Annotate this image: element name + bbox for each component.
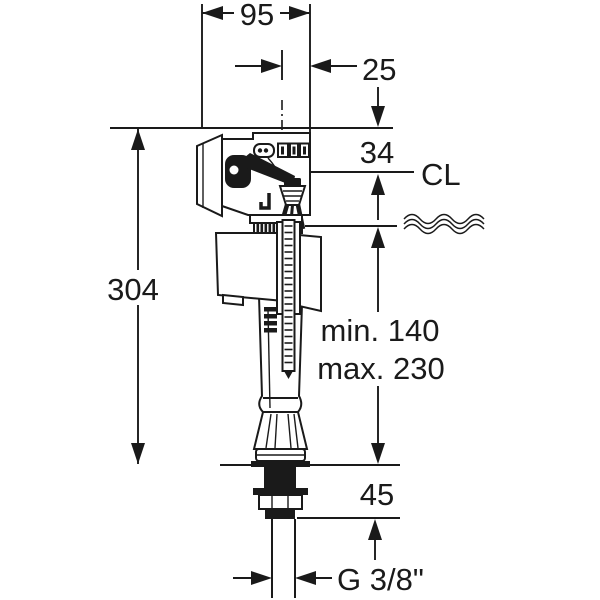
- dim-width-95: 95: [202, 0, 310, 32]
- rib-mark: [264, 314, 277, 319]
- fill-valve: [196, 132, 322, 598]
- arrow-up-icon: [371, 174, 385, 195]
- rib-mark: [264, 328, 277, 333]
- lever-bar: [244, 153, 295, 186]
- telescopic-rack: [276, 219, 301, 379]
- label-mask: [234, 0, 280, 26]
- vent-mark: [281, 146, 284, 155]
- dim-shank-45: 45: [360, 477, 394, 560]
- mounting-nut: [258, 494, 303, 510]
- cone-facet: [274, 413, 278, 449]
- wall-bracket: [196, 133, 223, 218]
- washer: [253, 488, 308, 495]
- arrow-down-icon: [371, 443, 385, 464]
- arrow-left-icon: [310, 59, 331, 73]
- rack-strip: [281, 219, 296, 372]
- clevis-cap: [284, 178, 301, 186]
- rib-mark: [264, 321, 277, 326]
- rib-mark: [264, 224, 268, 232]
- arrow-right-icon: [261, 59, 282, 73]
- cone-outline: [252, 411, 309, 450]
- skirt-cone: [252, 411, 309, 450]
- float-lever-arm: [225, 153, 295, 210]
- arrow-left-icon: [202, 6, 223, 20]
- arrow-up-icon: [131, 129, 145, 150]
- body-ribs: [264, 307, 277, 333]
- pivot-hole: [229, 165, 239, 175]
- arrow-up-icon: [371, 227, 385, 248]
- dim-thread-g38: G 3/8": [233, 562, 424, 597]
- vent-mark: [303, 146, 306, 155]
- wave-line: [403, 218, 485, 230]
- inlet-tube: [271, 519, 296, 598]
- vent-mark: [292, 146, 296, 155]
- arrow-down-icon: [371, 106, 385, 127]
- rack-tip: [284, 371, 293, 379]
- arrow-up-icon: [368, 519, 382, 540]
- lever-hook: [259, 193, 271, 210]
- body-shading: [267, 309, 271, 409]
- arrow-left-icon: [295, 571, 316, 585]
- water-level-icon: [403, 213, 485, 235]
- dim-45-label: 45: [360, 477, 394, 512]
- dim-offset-25: 25: [235, 52, 396, 87]
- thread-upper: [264, 467, 296, 488]
- dim-304-label: 304: [107, 272, 159, 307]
- tank-flange: [251, 461, 310, 467]
- rib-mark: [268, 224, 272, 232]
- dim-height-304: 304: [101, 129, 165, 464]
- float-side: [298, 233, 322, 313]
- rack-teeth: [284, 225, 293, 364]
- rib-mark: [264, 307, 277, 312]
- dim-thread-label: G 3/8": [337, 562, 424, 597]
- arrow-down-icon: [131, 443, 145, 464]
- rib-mark: [272, 224, 276, 232]
- float-cup: [214, 232, 322, 313]
- slot-dot: [257, 148, 263, 153]
- arrow-right-icon: [251, 571, 272, 585]
- dim-max-label: max. 230: [317, 351, 445, 386]
- bracket-plate: [196, 133, 223, 218]
- float-front: [214, 232, 285, 303]
- dim-25-label: 25: [362, 52, 396, 87]
- thread-lower: [265, 509, 295, 519]
- cone-facet: [265, 413, 272, 449]
- cone-facet: [287, 413, 292, 449]
- rib-mark: [256, 224, 260, 232]
- centerline-label: CL: [421, 157, 461, 192]
- cone-facet: [293, 413, 299, 449]
- dim-34-label: 34: [360, 135, 394, 170]
- mounting-stack: [251, 448, 310, 519]
- dim-water-minmax: min. 140 max. 230: [317, 227, 445, 464]
- arrow-right-icon: [289, 6, 310, 20]
- rib-mark: [260, 224, 264, 232]
- wave-line: [403, 223, 485, 235]
- dim-depth-34: 34 CL: [360, 87, 461, 220]
- float-lip: [222, 293, 244, 307]
- label-mask: [101, 270, 165, 305]
- wave-line: [403, 213, 485, 225]
- dim-95-label: 95: [240, 0, 274, 32]
- dim-min-label: min. 140: [321, 313, 440, 348]
- slot-dot: [263, 148, 269, 153]
